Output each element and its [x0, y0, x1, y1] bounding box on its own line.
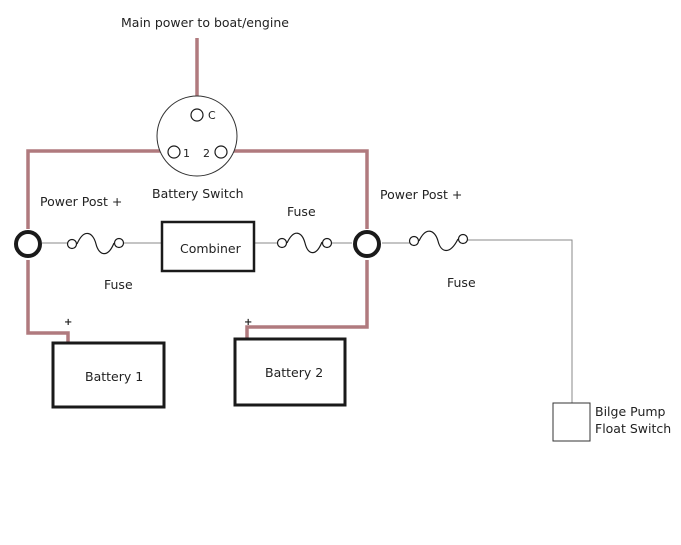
battery-2-plus-label: + [244, 317, 252, 328]
fuse-right-element [418, 230, 459, 252]
bilge-pump-label-line2: Float Switch [595, 421, 671, 436]
combiner-box[interactable] [160, 220, 256, 273]
power-wires [26, 38, 369, 344]
power-post-right[interactable] [353, 230, 381, 258]
wire-post1-to-switch [26, 149, 163, 229]
fuse-right-terminal-a [408, 235, 420, 247]
thin-wires [42, 239, 573, 403]
fuse-right-label: Fuse [447, 275, 476, 290]
power-post-right-label: Power Post + [380, 187, 462, 202]
fuse-middle-label: Fuse [287, 204, 316, 219]
bilge-pump-box[interactable] [552, 402, 591, 442]
fuse-middle-element [286, 232, 323, 254]
power-post-left[interactable] [14, 230, 42, 258]
bilge-pump-label-line1: Bilge Pump [595, 404, 666, 419]
battery-1-box[interactable] [51, 341, 166, 409]
switch-2-label: 2 [203, 147, 210, 160]
battery-2-label: Battery 2 [265, 365, 323, 380]
combiner-label: Combiner [180, 241, 242, 256]
power-post-left-label: Power Post + [40, 194, 122, 209]
battery-2-box[interactable] [233, 337, 347, 407]
fuse-left-element [76, 232, 115, 255]
fuse-right[interactable] [408, 230, 469, 252]
wire-switch-to-post2 [231, 149, 369, 229]
battery-1-plus-label: + [64, 317, 72, 328]
fuse-middle[interactable] [276, 232, 333, 254]
fuse-left-label: Fuse [104, 277, 133, 292]
wire-post2-to-battery2 [245, 260, 369, 340]
switch-terminal-1 [167, 145, 181, 159]
wire-post1-to-battery1 [26, 260, 70, 344]
fuse-middle-terminal-b [321, 237, 333, 249]
battery-switch-label: Battery Switch [152, 186, 244, 201]
switch-terminal-2 [214, 145, 228, 159]
battery-switch-body[interactable] [156, 95, 238, 177]
fuse-left-terminal-b [113, 237, 125, 249]
fuse-right-terminal-b [457, 233, 469, 245]
fuse-left-terminal-a [66, 238, 78, 250]
main-power-label: Main power to boat/engine [121, 15, 289, 30]
switch-c-label: C [208, 109, 216, 122]
fuse-middle-terminal-a [276, 237, 288, 249]
battery-1-label: Battery 1 [85, 369, 143, 384]
battery-switch[interactable] [156, 95, 238, 177]
wire-fuse-bilge [467, 239, 573, 403]
fuse-left[interactable] [66, 232, 125, 255]
switch-1-label: 1 [183, 147, 190, 160]
switch-terminal-c [190, 108, 204, 122]
